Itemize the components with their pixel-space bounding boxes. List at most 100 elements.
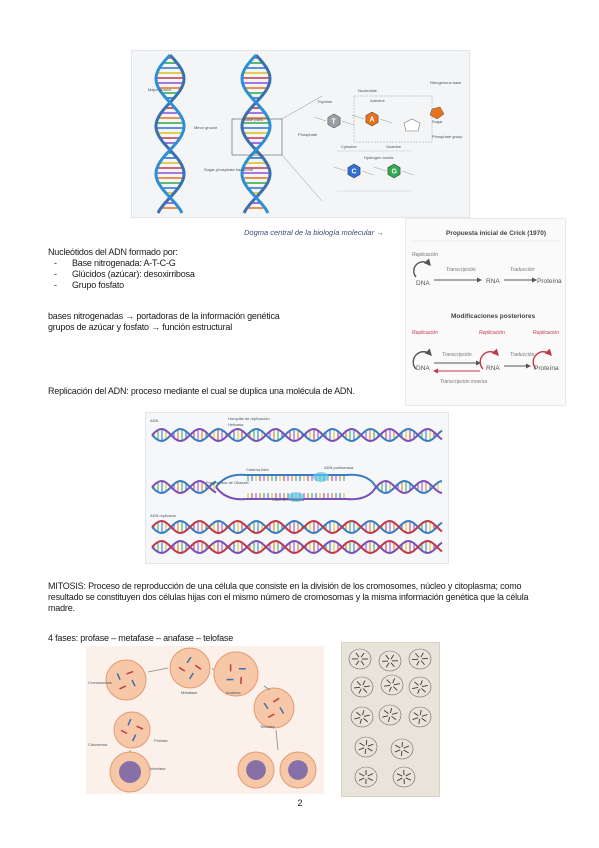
- nucleobase-A: [365, 111, 379, 127]
- drawn-cell: [350, 676, 374, 698]
- drawn-chromosome: [360, 660, 365, 666]
- label-horquilla: Horquilla de replicación: [228, 416, 270, 421]
- drawn-chromosome: [420, 660, 425, 666]
- bond: [333, 166, 347, 172]
- mitosis-title: MITOSIS:: [48, 581, 86, 591]
- mitosis-fases: 4 fases: profase – metafase – anafase – …: [48, 633, 234, 643]
- drawing-cells: [348, 648, 432, 788]
- drawn-cell: [348, 648, 372, 670]
- replicacion-figure: ADN Horquilla de replicación Helicasa Ca…: [145, 412, 449, 564]
- drawn-chromosome: [421, 717, 427, 722]
- label-cadena-lider: Cadena líder: [246, 467, 270, 472]
- crick-replicacion-2: Replicación: [412, 330, 438, 336]
- drawn-chromosome: [395, 744, 401, 749]
- prometaphase-cell: [113, 711, 151, 749]
- drawn-cell: [390, 738, 414, 760]
- strand: [375, 479, 443, 495]
- label-major-groove: Major groove: [148, 87, 172, 92]
- replicacion-svg: ADN Horquilla de replicación Helicasa Ca…: [150, 416, 443, 555]
- label-citocinesis: Citocinesis: [88, 742, 107, 747]
- strand: [151, 479, 217, 495]
- label-adn: ADN: [150, 418, 159, 423]
- drawn-cell: [378, 704, 402, 726]
- drawn-chromosome: [363, 718, 369, 723]
- backbone-strand: [154, 53, 186, 214]
- drawn-cell: [408, 676, 432, 698]
- drawn-chromosome: [363, 685, 370, 688]
- cycle-arrow: [147, 667, 169, 673]
- drawn-chromosome: [362, 710, 365, 716]
- page-number: 2: [297, 798, 303, 808]
- mitosis-historical-drawing: [341, 642, 440, 797]
- drawn-chromosome: [367, 743, 374, 747]
- label-replicado: ADN replicado: [150, 513, 177, 518]
- drawn-chromosome: [392, 686, 398, 691]
- drawn-chromosome: [403, 749, 409, 754]
- nucleobase-C: [347, 163, 361, 179]
- drawn-chromosome: [394, 749, 401, 753]
- polymerase: [313, 472, 329, 482]
- label-hydrogen-bonds: Hydrogen bonds: [364, 155, 393, 160]
- strand: [151, 427, 443, 443]
- nucleus: [246, 760, 266, 780]
- chromosome: [119, 685, 127, 690]
- drawn-chromosome: [356, 711, 361, 716]
- drawn-chromosome: [359, 718, 362, 724]
- crick-proteina-1: Proteína: [537, 278, 562, 285]
- label-telofase: Telofase: [260, 724, 276, 729]
- crick-mods-title: Modificaciones posteriores: [451, 313, 536, 320]
- label-phosphate: Phosphate: [298, 132, 318, 137]
- drawn-chromosome: [415, 652, 420, 658]
- drawn-chromosome: [393, 683, 400, 686]
- backbone-strand: [240, 53, 272, 214]
- polymerase: [288, 492, 304, 502]
- crick-proteina-2: Proteína: [534, 365, 559, 372]
- strand: [151, 479, 217, 495]
- funciones-line-1: bases nitrogenadas → portadoras de la in…: [48, 311, 280, 321]
- crick-svg: Propuesta inicial de Crick (1970) Replic…: [410, 230, 562, 385]
- drawn-chromosome: [391, 715, 397, 720]
- chromosome: [126, 670, 134, 675]
- mitosis-svg: Metafase Anafase Telofase Profase Interf…: [88, 647, 317, 793]
- strand: [151, 539, 443, 555]
- drawn-chromosome: [363, 714, 370, 717]
- label-cromosomas: Cromosomas: [88, 680, 112, 685]
- drawn-chromosome: [364, 748, 367, 755]
- crick-transcripcion-inversa: Transcripción inversa: [440, 379, 487, 385]
- list-item: Base nitrogenada: A-T-C-G: [48, 258, 348, 269]
- crick-replicacion-1: Replicación: [412, 252, 438, 258]
- nucleotidos-list: Base nitrogenada: A-T-C-G Glúcidos (azúc…: [48, 258, 348, 291]
- mitosis-section: MITOSIS: Proceso de reproducción de una …: [48, 581, 553, 614]
- drawn-chromosome: [389, 708, 393, 714]
- label-okazaki: Fragmentos de Okazaki: [206, 480, 249, 485]
- drawn-chromosome: [403, 745, 410, 749]
- drawn-chromosome: [390, 654, 395, 660]
- metaphase-cell: [169, 647, 211, 689]
- drawn-chromosome: [367, 747, 373, 752]
- chromosome: [189, 672, 194, 680]
- label-interfase: Interfase: [150, 766, 166, 771]
- drawn-chromosome: [384, 684, 391, 687]
- label-retrasada: Cadena retrasada: [272, 497, 305, 502]
- drawn-chromosome: [421, 714, 428, 717]
- drawn-chromosome: [396, 773, 403, 777]
- label-adenine: Adenine: [370, 98, 385, 103]
- chromosome: [120, 729, 128, 735]
- crick-rna-1: RNA: [486, 278, 500, 285]
- drawn-cell: [354, 736, 378, 758]
- zoom-box: [231, 118, 283, 156]
- drawn-chromosome: [421, 688, 426, 693]
- label-minor-groove: Minor groove: [194, 125, 218, 130]
- drawn-chromosome: [414, 681, 419, 686]
- label-guanine: Guanine: [386, 144, 402, 149]
- drawn-chromosome: [388, 716, 391, 722]
- crick-traduccion-1: Traducción: [510, 267, 535, 273]
- anaphase-cell: [213, 651, 259, 697]
- dna-helix-left: [154, 53, 186, 214]
- label-phosphate-group: Phosphate group: [432, 134, 463, 139]
- drawn-chromosome: [418, 718, 421, 725]
- drawn-chromosome: [385, 654, 390, 660]
- drawn-cell: [378, 650, 402, 672]
- telophase-cell: [253, 687, 295, 729]
